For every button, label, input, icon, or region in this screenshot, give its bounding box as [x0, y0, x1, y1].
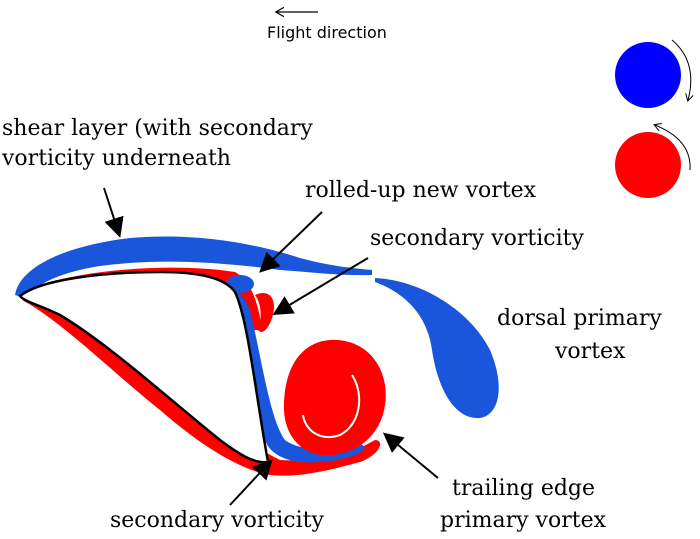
flight-direction-label: Flight direction [267, 23, 387, 42]
rolled-up-vortex-label: rolled-up new vortex [305, 178, 537, 203]
secondary-vorticity-top-arrow [272, 257, 369, 316]
shear-layer-arrow [103, 187, 124, 238]
shear-layer-label-line1: shear layer (with secondary [2, 116, 313, 141]
secondary-vorticity-top-label: secondary vorticity [370, 226, 584, 251]
dorsal-primary-vortex [375, 278, 499, 419]
blue-secondary-layer [232, 290, 365, 463]
secondary-vorticity-bottom-label: secondary vorticity [110, 508, 324, 533]
legend-red-circle [615, 132, 681, 198]
secondary-vorticity-top [255, 292, 275, 332]
trailing-edge-label-line2: primary vortex [440, 508, 607, 533]
shear-layer-label-line2: vorticity underneath [2, 146, 231, 171]
legend-blue-circle [615, 42, 681, 108]
blue-shear-layer [15, 236, 372, 298]
wing-section [18, 270, 270, 464]
counter-clockwise-arrow-icon [655, 125, 691, 171]
trailing-edge-primary-vortex [283, 339, 386, 456]
dorsal-vortex-label-line2: vortex [555, 339, 626, 364]
trailing-edge-label-line1: trailing edge [452, 476, 596, 501]
dorsal-vortex-label-line1: dorsal primary [497, 306, 662, 331]
vortex-spiral [302, 374, 361, 438]
clockwise-arrow-icon [671, 39, 691, 100]
rolled-up-vortex-arrow [259, 211, 323, 273]
trailing-edge-arrow [382, 432, 439, 479]
secondary-vorticity-bottom-arrow [229, 459, 273, 506]
